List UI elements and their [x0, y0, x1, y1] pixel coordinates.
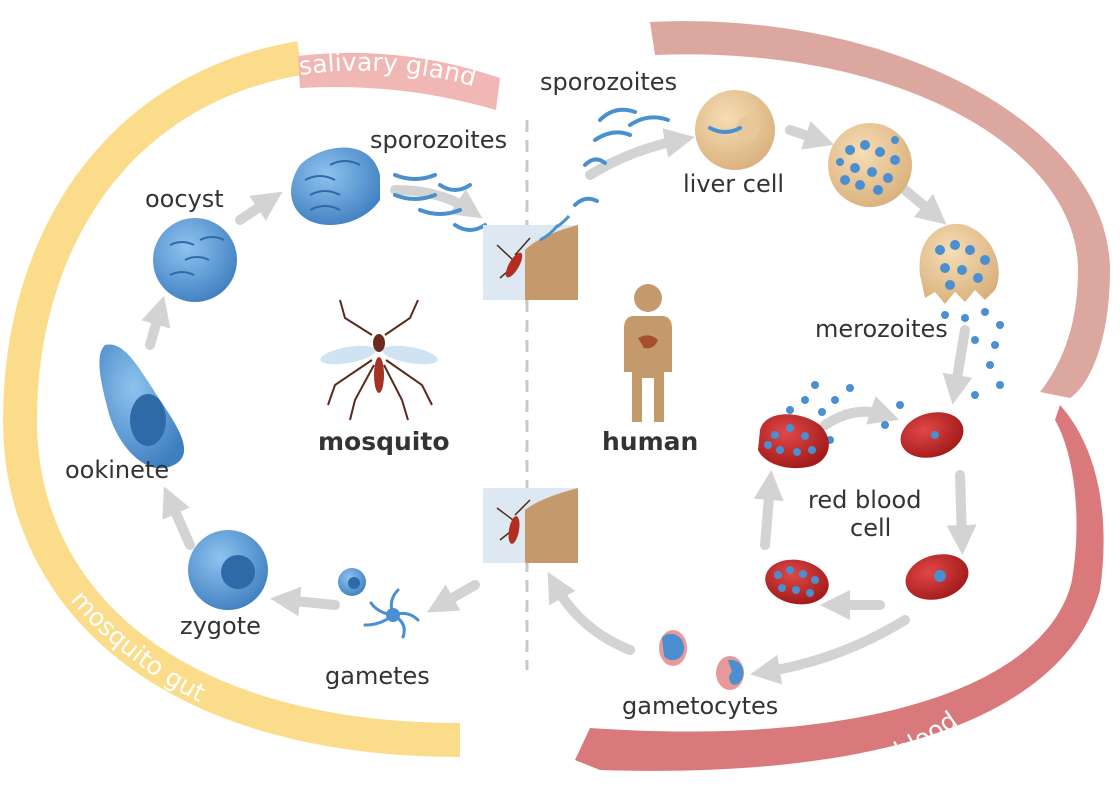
- liver-band: [650, 21, 1110, 398]
- mosquito-host-label: mosquito: [318, 427, 450, 456]
- mosquito-icon: [320, 299, 438, 421]
- red-blood-cell-label-line1: red blood: [808, 486, 921, 514]
- gametes-label: gametes: [325, 662, 430, 690]
- gametocytes-icon: [659, 630, 744, 690]
- sporozoites-mosquito-icon: [393, 173, 487, 232]
- rbc-trophozoite-icon: [905, 554, 969, 600]
- sporozoites-human-label: sporozoites: [540, 68, 677, 96]
- merozoites-label: merozoites: [815, 315, 948, 343]
- gametes-icon: [338, 568, 420, 639]
- sporozoite-sac-icon: [291, 147, 380, 225]
- ookinete-icon: [99, 344, 185, 469]
- rbc-infected-ring-icon: [900, 412, 964, 458]
- blood-band: [575, 405, 1104, 771]
- liver-schizont-icon: [828, 123, 912, 207]
- gametocytes-label: gametocytes: [622, 692, 778, 720]
- mosquito-gut-band: [2, 41, 461, 757]
- red-blood-cell-label-line2: cell: [850, 514, 891, 542]
- oocyst-label: oocyst: [145, 185, 224, 213]
- zygote-label: zygote: [180, 612, 261, 640]
- liver-cell-icon: [695, 90, 775, 170]
- oocyst-icon: [153, 218, 237, 302]
- human-host-label: human: [602, 427, 698, 456]
- mosquito-gut-band-label: mosquito gut: [65, 585, 210, 708]
- bursting-rbc-icon: [758, 414, 829, 469]
- liver-cell-label: liver cell: [683, 170, 784, 198]
- salivary-gland-band: [298, 52, 500, 110]
- bursting-schizont-icon: [919, 223, 1004, 399]
- mosquito-bite-inset-bottom: [483, 488, 578, 563]
- sporozoites-mosquito-label: sporozoites: [370, 126, 507, 154]
- human-figure-icon: [624, 284, 672, 422]
- cycle-arrows: [141, 121, 977, 685]
- mosquito-bite-inset-top: [483, 215, 578, 300]
- sporozoites-human-icon: [573, 107, 670, 207]
- ookinete-label: ookinete: [65, 456, 169, 484]
- zygote-icon: [188, 530, 268, 610]
- rbc-schizont-icon: [765, 559, 829, 605]
